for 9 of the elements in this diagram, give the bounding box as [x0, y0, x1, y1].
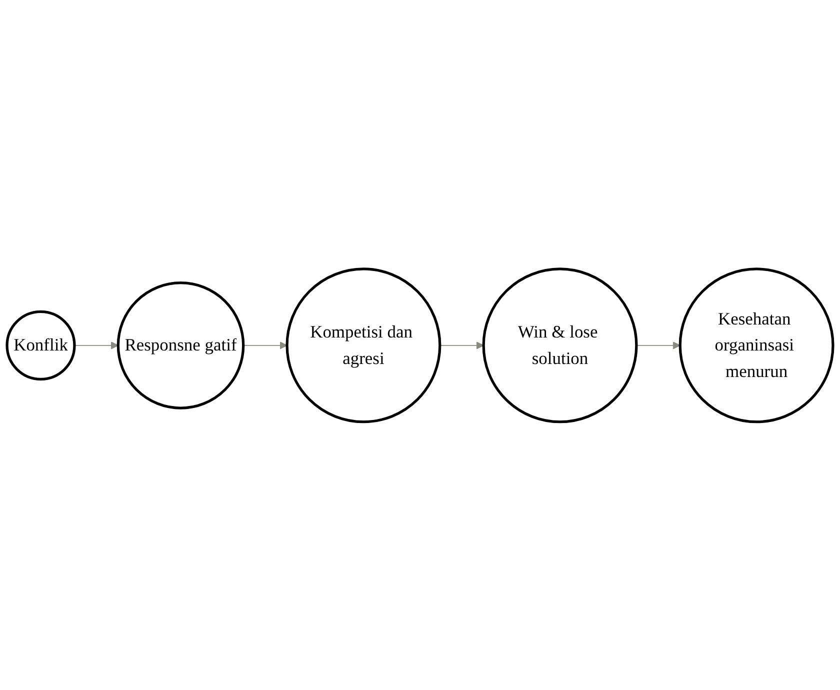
- arrow: [74, 341, 118, 349]
- arrow: [439, 341, 484, 349]
- node-circle: Kompetisi dan agresi: [286, 267, 442, 423]
- node-circle: Responsne gatif: [116, 281, 245, 409]
- node-circle: Win & lose solution: [482, 267, 638, 423]
- node-circle: Konflik: [6, 310, 76, 380]
- node-circle: Kesehatan organinsasi menurun: [678, 267, 834, 423]
- arrow: [636, 341, 680, 349]
- arrow: [242, 341, 288, 349]
